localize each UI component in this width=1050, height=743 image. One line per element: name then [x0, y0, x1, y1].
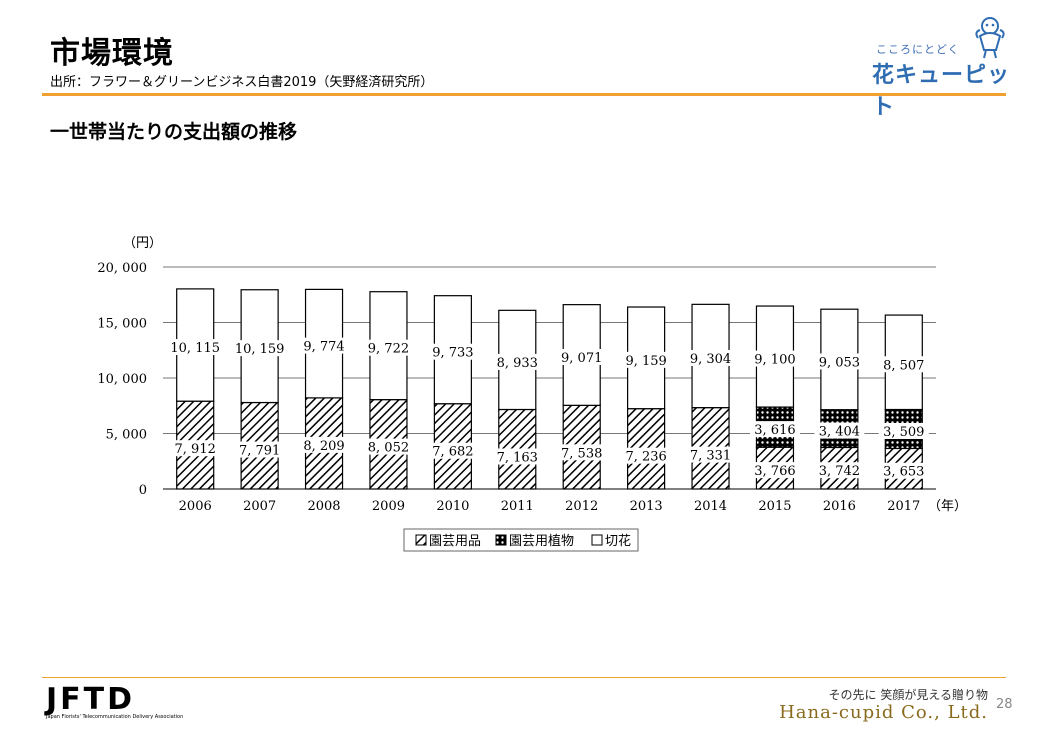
legend-label: 切花: [605, 533, 631, 549]
data-label-bg: [685, 349, 736, 366]
x-tick-label: 2009: [372, 499, 405, 514]
data-label: 7, 682: [432, 445, 473, 460]
data-label-bg: [234, 340, 285, 357]
data-label-bg: [621, 447, 672, 464]
page-title: 市場環境: [50, 36, 174, 71]
data-label-bg: [749, 462, 800, 479]
data-label-bg: [685, 446, 736, 463]
data-label-bg: [814, 422, 865, 439]
data-label: 7, 538: [561, 446, 602, 461]
data-label: 7, 912: [175, 442, 216, 457]
logo-name: 花キューピット: [872, 63, 1011, 120]
data-label-bg: [878, 462, 929, 479]
data-label: 7, 163: [497, 450, 538, 465]
data-label-bg: [749, 350, 800, 367]
data-label: 8, 933: [497, 356, 538, 371]
data-label-bg: [299, 337, 350, 354]
data-label: 9, 304: [690, 352, 731, 367]
y-tick-label: 20, 000: [97, 261, 147, 276]
data-label-bg: [556, 444, 607, 461]
data-label-bg: [170, 339, 221, 356]
data-label-bg: [427, 442, 478, 459]
data-label: 3, 742: [819, 464, 860, 479]
data-label: 9, 722: [368, 342, 409, 357]
data-label-bg: [814, 353, 865, 370]
legend-box: [403, 528, 639, 552]
x-tick-label: 2013: [630, 499, 663, 514]
x-tick-label: 2006: [179, 499, 212, 514]
data-label-bg: [814, 462, 865, 479]
logo-tagline: こころにとどく: [876, 43, 960, 56]
data-label-bg: [170, 440, 221, 457]
data-label-bg: [363, 438, 414, 455]
x-tick-label: 2011: [501, 499, 534, 514]
data-label: 3, 404: [819, 425, 860, 440]
data-label: 3, 509: [883, 425, 924, 440]
y-unit-label: （円）: [123, 236, 162, 251]
x-tick-label: 2008: [307, 499, 340, 514]
header-divider: [42, 93, 1006, 96]
mascot-icon: [975, 17, 1005, 59]
x-tick-label: 2014: [694, 499, 727, 514]
legend-label: 園芸用植物: [509, 533, 574, 549]
chart-subtitle: 一世帯当たりの支出額の推移: [50, 121, 298, 143]
legend-swatch: [591, 534, 603, 546]
x-tick-label: 2007: [243, 499, 276, 514]
data-label-bg: [299, 436, 350, 453]
data-label: 9, 733: [432, 346, 473, 361]
data-label-bg: [621, 351, 672, 368]
legend-swatch: [495, 534, 507, 546]
x-tick-label: 2016: [823, 499, 856, 514]
data-label: 10, 159: [235, 342, 285, 357]
x-tick-label: 2017: [887, 499, 920, 514]
brand-logo: こころにとどく 花キューピット: [866, 14, 1016, 120]
x-tick-label: 2015: [758, 499, 791, 514]
page-number: 28: [996, 697, 1013, 712]
source-note: 出所：フラワー＆グリーンビジネス白書2019（矢野経済研究所）: [50, 75, 434, 90]
y-tick-label: 10, 000: [97, 372, 147, 387]
data-label: 7, 331: [690, 449, 731, 464]
x-unit-label: （年）: [928, 499, 967, 514]
org-mark: JFTD: [46, 682, 136, 717]
data-label: 8, 507: [883, 358, 924, 373]
data-label: 10, 115: [170, 341, 220, 356]
data-label-bg: [427, 343, 478, 360]
legend-label: 園芸用品: [429, 533, 481, 549]
x-tick-label: 2012: [565, 499, 598, 514]
data-label-bg: [878, 356, 929, 373]
data-label: 3, 616: [754, 423, 795, 438]
org-logo: JFTD Japan Florists' Telecommunication D…: [46, 682, 206, 722]
data-label-bg: [492, 448, 543, 465]
data-label: 9, 100: [754, 353, 795, 368]
x-tick-label: 2010: [436, 499, 469, 514]
data-label-bg: [363, 339, 414, 356]
data-label: 8, 052: [368, 441, 409, 456]
data-label: 3, 766: [754, 464, 795, 479]
y-tick-label: 15, 000: [97, 317, 147, 332]
org-name: Japan Florists' Telecommunication Delive…: [46, 714, 184, 720]
footer-company: Hana-cupid Co., Ltd.: [779, 702, 988, 723]
data-label: 9, 071: [561, 351, 602, 366]
footer-tagline: その先に 笑顔が見える贈り物: [828, 688, 988, 702]
data-label-bg: [234, 441, 285, 458]
data-label: 3, 653: [883, 465, 924, 480]
legend-swatch: [415, 534, 427, 546]
data-label-bg: [492, 353, 543, 370]
footer-divider: [42, 677, 1006, 678]
data-label-bg: [878, 422, 929, 439]
data-label-bg: [556, 348, 607, 365]
data-label: 9, 053: [819, 355, 860, 370]
y-tick-label: 0: [139, 483, 147, 498]
data-label: 7, 791: [239, 444, 280, 459]
data-label-bg: [749, 421, 800, 438]
data-label: 9, 159: [625, 354, 666, 369]
data-label: 7, 236: [625, 450, 666, 465]
y-tick-label: 5, 000: [106, 428, 147, 443]
data-label: 9, 774: [303, 340, 344, 355]
data-label: 8, 209: [303, 439, 344, 454]
